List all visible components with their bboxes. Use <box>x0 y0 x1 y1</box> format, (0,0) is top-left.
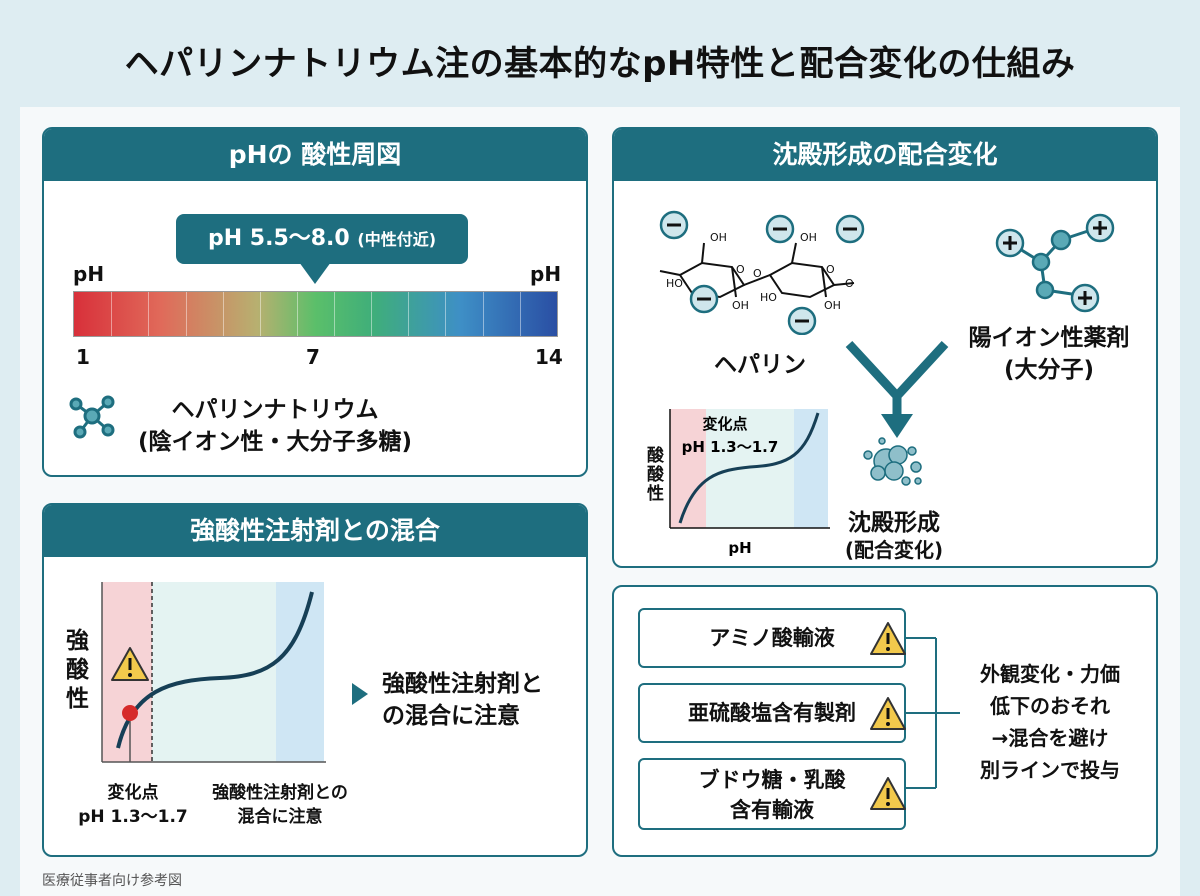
precipitate-icon <box>863 437 922 486</box>
panel-strong-acid-header: 強酸性注射剤との混合 <box>44 505 586 557</box>
ph-range-note: (中性付近) <box>357 230 437 249</box>
ph-tick-7: 7 <box>306 345 320 369</box>
warning-icon <box>870 697 906 730</box>
atom-label-6: OH <box>800 231 817 244</box>
atom-label-0: OH <box>710 231 727 244</box>
caution-item-label: 亜硫酸塩含有製剤 <box>688 701 856 725</box>
cationic-drug-icon <box>995 213 1115 313</box>
caution-result-line3: →混合を避け <box>991 726 1109 750</box>
heparin-structure-icon: OH O HO OH O HO OH O OH O <box>659 210 865 335</box>
warning-icon <box>111 647 149 681</box>
change-point-marker <box>122 705 138 721</box>
ph-tick-1: 1 <box>76 345 90 369</box>
ph-label-left: pH <box>73 262 105 286</box>
ph-tick-14: 14 <box>535 345 563 369</box>
callout-pointer <box>299 262 331 284</box>
caution-item-label: アミノ酸輸液 <box>709 626 835 650</box>
page-title: ヘパリンナトリウム注の基本的なpH特性と配合変化の仕組み <box>124 44 1076 84</box>
heparin-label: ヘパリン <box>714 352 806 378</box>
ph-range-value: pH 5.5〜8.0 <box>207 226 350 251</box>
atom-label-3: OH <box>732 299 749 312</box>
caution-item-glucose-lactate: ブドウ糖・乳酸 含有輸液 <box>638 758 906 830</box>
cationic-drug-size: (大分子) <box>1003 357 1095 383</box>
panel-precipitation-header: 沈殿形成の配合変化 <box>614 129 1156 181</box>
mixing-caution-line1: 強酸性注射剤と <box>382 671 543 697</box>
change-point-label: 変化点 <box>107 783 159 803</box>
caution-item-label: ブドウ糖・乳酸 <box>698 768 846 792</box>
atom-label-2: HO <box>666 277 683 290</box>
chart-x-axis-label: pH <box>728 539 751 557</box>
chart-change-point-range: pH 1.3〜1.7 <box>682 438 779 456</box>
caution-bracket-connector <box>906 637 960 789</box>
atom-label-9: O <box>845 277 854 290</box>
play-arrow-icon <box>352 683 368 705</box>
atom-label-5: HO <box>760 291 777 304</box>
acid-region-note: 混合に注意 <box>237 807 323 827</box>
caution-result-line4: 別ラインで投与 <box>980 758 1120 782</box>
molecule-icon <box>69 395 115 439</box>
caution-result-line2: 低下のおそれ <box>990 694 1110 718</box>
warning-icon <box>870 622 906 655</box>
merge-arrow-icon <box>845 340 949 438</box>
chart-y-axis-label: 酸酸性 <box>647 446 664 504</box>
precipitation-result: 沈殿形成 <box>848 510 940 536</box>
caution-item-amino-acid: アミノ酸輸液 <box>638 608 906 668</box>
warning-icon <box>870 777 906 810</box>
ph-label-right: pH <box>530 262 562 286</box>
molecule-name: ヘパリンナトリウム <box>171 397 379 423</box>
atom-label-8: OH <box>824 299 841 312</box>
ph-range-callout: pH 5.5〜8.0 (中性付近) <box>176 214 468 264</box>
atom-label-1: O <box>736 263 745 276</box>
cationic-drug-label: 陽イオン性薬剤 <box>968 325 1130 351</box>
chart-change-point-label: 変化点 <box>702 415 747 433</box>
strong-acid-ph-curve-chart <box>101 582 326 763</box>
caution-item-sulfite: 亜硫酸塩含有製剤 <box>638 683 906 743</box>
atom-label-7: O <box>826 263 835 276</box>
precipitation-result-note: (配合変化) <box>844 538 944 562</box>
acid-region-label: 強酸性注射剤との <box>212 783 348 803</box>
atom-label-4: O <box>753 267 762 280</box>
ph-scale-bar <box>73 291 558 337</box>
change-point-range: pH 1.3〜1.7 <box>78 807 188 827</box>
panel-ph-header: pHの 酸性周図 <box>44 129 586 181</box>
molecule-description: (陰イオン性・大分子多糖) <box>137 429 413 455</box>
footer-note: 医療従事者向け参考図 <box>42 873 182 889</box>
precipitation-ph-curve-chart: 変化点 pH 1.3〜1.7 pH <box>669 409 830 557</box>
mixing-caution-line2: の混合に注意 <box>382 703 520 729</box>
caution-item-label-cont: 含有輸液 <box>730 798 814 822</box>
caution-result-line1: 外観変化・力価 <box>980 662 1120 686</box>
strong-acid-axis-label: 強酸性 <box>66 628 89 712</box>
